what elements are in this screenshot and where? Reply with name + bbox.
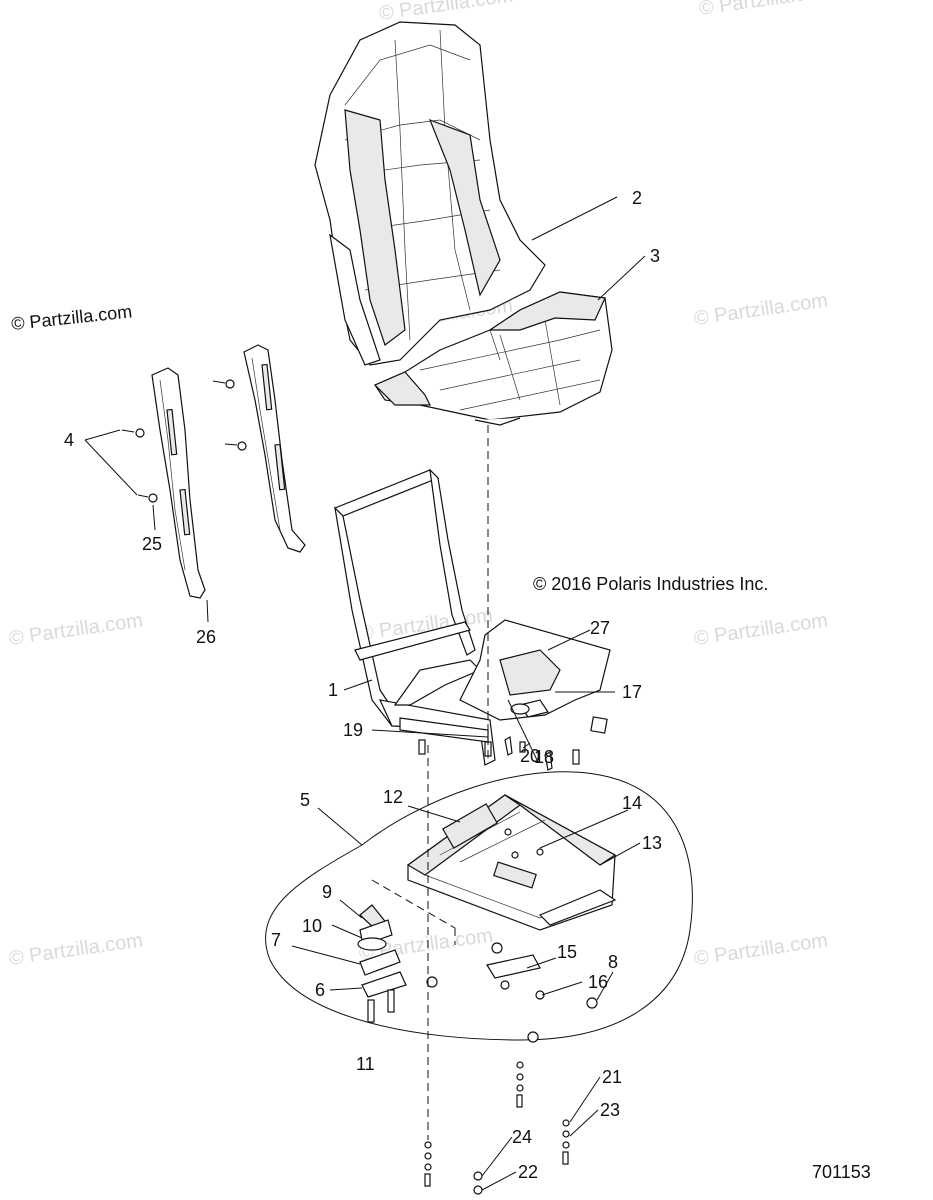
watermark: © Partzilla.com	[693, 929, 830, 970]
diagram-number: 701153	[812, 1162, 871, 1182]
watermark: © Partzilla.com	[693, 289, 830, 330]
callout-10: 10	[302, 916, 322, 936]
callout-23: 23	[600, 1100, 620, 1120]
callout-26: 26	[196, 627, 216, 647]
bracket-and-hardware	[424, 942, 598, 1195]
callout-24: 24	[512, 1127, 532, 1147]
callout-20: 20	[520, 746, 540, 766]
callout-25: 25	[142, 534, 162, 554]
frame-fasteners	[418, 739, 580, 765]
leader-lines	[84, 196, 646, 1191]
callout-1: 1	[328, 680, 338, 700]
callout-15: 15	[557, 942, 577, 962]
watermark: © Partzilla.com	[378, 0, 515, 25]
seat-mount-plate	[459, 619, 611, 771]
callout-2: 2	[632, 188, 642, 208]
callout-22: 22	[518, 1162, 538, 1182]
callout-19: 19	[343, 720, 363, 740]
callout-14: 14	[622, 793, 642, 813]
callout-11: 11	[356, 1054, 375, 1074]
watermark: © Partzilla.com	[8, 929, 145, 970]
alignment-line	[371, 879, 456, 929]
seat-slider	[406, 794, 617, 931]
callout-5: 5	[300, 790, 310, 810]
watermark: © Partzilla.com	[698, 0, 835, 20]
callout-21: 21	[602, 1067, 622, 1087]
seat-cushion	[373, 291, 613, 426]
callout-3: 3	[650, 246, 660, 266]
callout-12: 12	[383, 787, 403, 807]
assembly-outline	[265, 771, 693, 1041]
callout-13: 13	[642, 833, 662, 853]
side-trim-panel-front	[151, 367, 206, 599]
seat-frame	[333, 468, 496, 766]
seat-back	[314, 21, 546, 366]
watermark: © Partzilla.com	[693, 609, 830, 650]
callout-6: 6	[315, 980, 325, 1000]
bolts-nuts-group	[121, 379, 247, 503]
side-trim-panel-rear	[243, 344, 306, 553]
callout-16: 16	[588, 972, 608, 992]
callout-17: 17	[622, 682, 642, 702]
callout-27: 27	[590, 618, 610, 638]
watermark: © Partzilla.com	[8, 609, 145, 650]
callout-7: 7	[271, 930, 281, 950]
callout-9: 9	[322, 882, 332, 902]
callout-4: 4	[64, 430, 74, 450]
latch-parts	[357, 904, 407, 1023]
copyright-partzilla: © Partzilla.com	[10, 301, 133, 334]
callout-8: 8	[608, 952, 618, 972]
copyright-polaris: © 2016 Polaris Industries Inc.	[533, 574, 768, 594]
callout-18: 18	[534, 747, 554, 767]
